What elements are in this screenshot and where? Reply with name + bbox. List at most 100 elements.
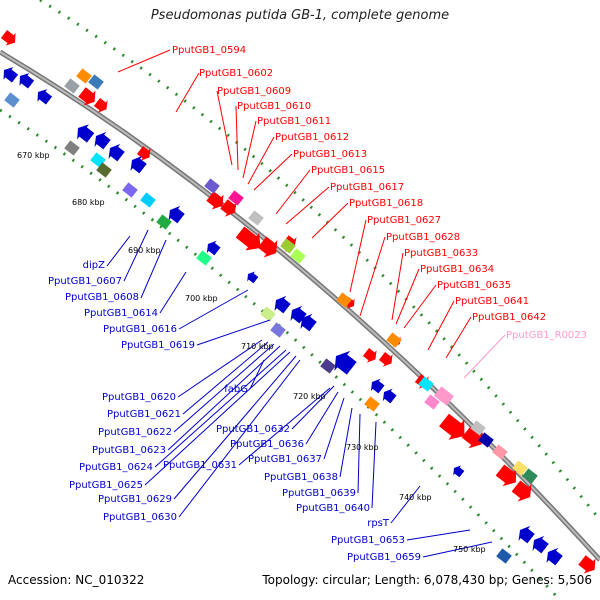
gene-label-forward[interactable]: PputGB1_0609 [217,86,291,97]
gene-label-forward[interactable]: PputGB1_0615 [311,165,385,176]
gene-feature-block [386,332,402,348]
gene-label-reverse[interactable]: PputGB1_0637 [248,454,322,465]
gene-label-reverse[interactable]: PputGB1_0653 [331,535,405,546]
gene-label-reverse[interactable]: PputGB1_0624 [79,462,153,473]
gene-label-reverse[interactable]: PputGB1_0622 [98,427,172,438]
gene-label-forward[interactable]: PputGB1_0617 [330,182,404,193]
gene-label-reverse[interactable]: PputGB1_0620 [102,392,176,403]
gene-label-reverse[interactable]: PputGB1_0608 [65,292,139,303]
gene-feature-block [320,358,336,374]
forward-gene-arrow [439,413,465,440]
forward-gene-arrow [136,146,151,161]
gene-label-forward[interactable]: PputGB1_0611 [257,116,331,127]
gene-label-forward[interactable]: PputGB1_0641 [455,296,529,307]
reverse-gene-arrow [19,73,35,89]
label-connector-forward [463,334,506,379]
reverse-gene-arrow [518,525,535,544]
forward-gene-arrow [0,30,16,46]
gene-label-reverse[interactable]: PputGB1_0659 [347,552,421,563]
gene-label-forward[interactable]: PputGB1_0635 [437,280,511,291]
reverse-gene-arrow [77,124,95,143]
gene-label-forward[interactable]: PputGB1_0628 [386,232,460,243]
label-connector-reverse [406,529,471,541]
gene-label-reverse[interactable]: PputGB1_0636 [230,439,304,450]
gene-label-reverse[interactable]: PputGB1_0625 [69,480,143,491]
reverse-gene-arrow [370,378,385,394]
reverse-gene-arrow [532,535,549,554]
gene-feature-block [260,306,276,322]
label-connector-reverse [173,343,275,433]
gene-label-reverse[interactable]: PputGB1_0631 [163,460,237,471]
kbp-tick-label: 730 kbp [346,443,379,452]
gene-label-reverse[interactable]: PputGB1_0638 [264,472,338,483]
gene-label-reverse[interactable]: PputGB1_0619 [121,340,195,351]
label-connector-forward [285,186,330,225]
gene-label-reverse[interactable]: PputGB1_0629 [98,494,172,505]
gene-feature-block [492,444,508,460]
gene-label-forward[interactable]: PputGB1_0642 [472,312,546,323]
gene-label-reverse[interactable]: PputGB1_0640 [296,503,370,514]
label-connector-forward [311,202,349,239]
gene-label-reverse[interactable]: dipZ [83,260,105,271]
label-connector-reverse [196,319,271,346]
forward-gene-arrow [257,236,278,258]
forward-gene-arrow [220,199,237,217]
gene-label-forward[interactable]: PputGB1_0627 [367,215,441,226]
gene-label-forward[interactable]: PputGB1_0612 [275,132,349,143]
gene-label-reverse[interactable]: PputGB1_0621 [107,409,181,420]
gene-feature-block [64,78,80,94]
label-connector-reverse [323,397,345,460]
forward-gene-arrow [578,555,596,574]
gc-content-track-outer [39,0,600,521]
gene-feature-block [228,190,244,206]
forward-gene-arrow [93,98,108,113]
label-connector-reverse [305,391,339,445]
gene-label-forward[interactable]: PputGB1_0634 [420,264,494,275]
reverse-gene-arrow [37,89,53,105]
gene-label-reverse[interactable]: PputGB1_0632 [216,424,290,435]
gene-feature-block [4,92,20,108]
gene-feature-block [512,460,528,476]
label-connector-forward [242,120,257,179]
gene-feature-block [88,74,104,90]
gene-label-forward[interactable]: PputGB1_0613 [293,149,367,160]
label-connector-reverse [123,229,149,282]
gene-label-rna[interactable]: PputGB1_R0023 [506,330,587,341]
label-connector-reverse [371,421,377,509]
label-connector-reverse [249,359,265,390]
reverse-gene-arrow [247,271,259,284]
gene-label-reverse[interactable]: PputGB1_0639 [282,488,356,499]
gene-label-reverse[interactable]: fabG [224,384,248,395]
forward-gene-arrow [495,464,517,487]
forward-gene-arrow [206,191,224,210]
kbp-tick-label: 690 kbp [128,246,161,255]
label-connector-forward [235,105,239,171]
gene-feature-block [76,68,92,84]
label-connector-forward [349,219,367,293]
gene-label-reverse[interactable]: PputGB1_0616 [103,324,177,335]
reverse-gene-arrow [382,388,397,404]
gene-label-reverse[interactable]: PputGB1_0614 [84,308,158,319]
label-connector-forward [247,136,275,185]
kbp-tick-label: 680 kbp [72,198,105,207]
gene-label-forward[interactable]: PputGB1_0633 [404,248,478,259]
forward-gene-arrow [511,480,532,502]
label-connector-reverse [238,387,331,466]
gene-label-reverse[interactable]: PputGB1_0623 [92,445,166,456]
label-connector-layer [106,49,506,558]
label-connector-forward [175,72,200,113]
reverse-gene-arrow [168,205,185,224]
gene-label-forward[interactable]: PputGB1_0618 [349,198,423,209]
gene-label-forward[interactable]: PputGB1_0602 [199,68,273,79]
gene-feature-block [522,468,538,484]
gene-label-forward[interactable]: PputGB1_0594 [172,45,246,56]
gene-feature-block [478,432,494,448]
label-connector-reverse [178,359,301,518]
reverse-strand-labels: dipZ PputGB1_0607 PputGB1_0608 PputGB1_0… [48,260,421,563]
gene-label-reverse[interactable]: rpsT [367,518,390,529]
gene-label-reverse[interactable]: PputGB1_0630 [103,512,177,523]
gene-feature-block [496,548,512,564]
gene-label-forward[interactable]: PputGB1_0610 [237,101,311,112]
kbp-tick-label: 720 kbp [293,392,326,401]
gene-label-reverse[interactable]: PputGB1_0607 [48,276,122,287]
